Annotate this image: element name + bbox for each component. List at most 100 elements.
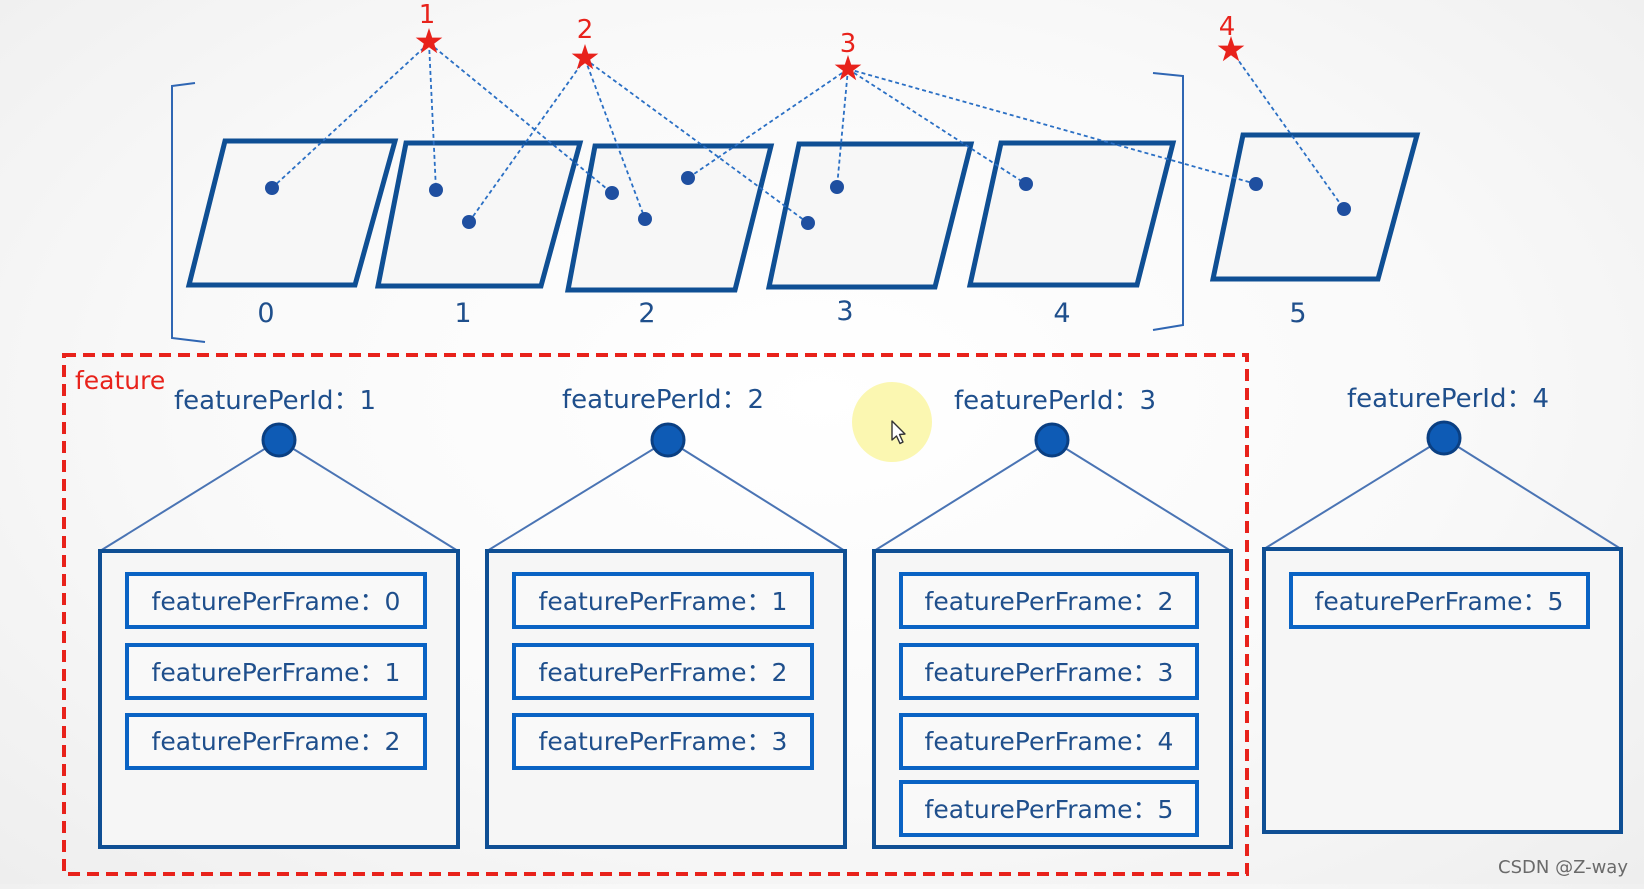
- image-frame-2: [564, 143, 775, 293]
- mouse-cursor: [852, 382, 932, 462]
- feature-title: featurePerId：3: [954, 386, 1156, 416]
- frame-entry-box: [899, 713, 1199, 770]
- feature-point: [1249, 177, 1263, 191]
- frame-entry-label: featurePerFrame：0: [152, 587, 401, 616]
- landmark-label-2: 2: [577, 15, 594, 45]
- feature-node: [1034, 422, 1070, 458]
- frame-entry-label: featurePerFrame：5: [1315, 587, 1564, 616]
- ray-l1-f0: [271, 42, 430, 189]
- landmark-label-4: 4: [1219, 12, 1236, 42]
- image-frame-1: [374, 140, 584, 289]
- frame-label-3: 3: [836, 296, 853, 327]
- frame-entry-box: [512, 643, 814, 700]
- frame-entry-box: [512, 713, 814, 770]
- frame-label-0: 0: [257, 298, 274, 329]
- landmark-label-1: 1: [419, 0, 436, 30]
- tree-branch-left: [1263, 437, 1445, 550]
- landmark-3: 3: [834, 29, 862, 81]
- frame-entry-box: [125, 572, 427, 629]
- feature-point: [462, 215, 476, 229]
- watermark: CSDN @Z-way: [1498, 857, 1628, 878]
- frame-entry-label: featurePerFrame：3: [925, 658, 1174, 687]
- feature-point: [1019, 177, 1033, 191]
- star-icon: [571, 44, 599, 70]
- image-frame-5: [1209, 132, 1421, 282]
- feature-point: [605, 186, 619, 200]
- feature-title: featurePerId：4: [1347, 384, 1549, 414]
- landmark-1: 1: [415, 0, 443, 54]
- feature-title: featurePerId：2: [562, 385, 764, 415]
- tree-branch-right: [1443, 437, 1622, 550]
- image-frames: [185, 132, 1421, 293]
- frame-entry-label: featurePerFrame：5: [925, 795, 1174, 824]
- feature-node: [261, 422, 297, 458]
- ray-l1-f2: [428, 42, 613, 194]
- frame-entry-label: featurePerFrame：3: [539, 727, 788, 756]
- frame-entry-box: [512, 572, 814, 629]
- tree-branch-right: [278, 439, 459, 552]
- image-frame-0: [185, 138, 399, 288]
- feature-point: [265, 181, 279, 195]
- feature-tree-2: featurePerId：2 featurePerFrame：1 feature…: [485, 385, 847, 849]
- frame-label-5: 5: [1289, 298, 1306, 329]
- ray-l3-f5: [847, 68, 1257, 185]
- image-frame-4: [966, 140, 1177, 288]
- ray-l3-f2: [687, 68, 849, 179]
- frame-entry-label: featurePerFrame：1: [539, 587, 788, 616]
- feature-point: [830, 180, 844, 194]
- landmark-2: 2: [571, 15, 599, 70]
- landmark-4: 4: [1217, 12, 1245, 62]
- feature-tree-4: featurePerId：4 featurePerFrame：5: [1262, 384, 1623, 834]
- star-icon: [1217, 36, 1245, 62]
- mouse-cursor-icon: [891, 420, 906, 445]
- ray-l3-f3: [836, 68, 849, 188]
- feature-node: [650, 422, 686, 458]
- window-bracket-left: [171, 82, 206, 343]
- feature-point: [1337, 202, 1351, 216]
- star-icon: [834, 55, 862, 81]
- frame-labels: 0 1 2 3 4 5: [257, 296, 1306, 329]
- frame-label-4: 4: [1053, 298, 1070, 329]
- frame-entry-box: [125, 713, 427, 770]
- window-bracket-right: [1152, 72, 1184, 331]
- frame-entry-label: featurePerFrame：4: [925, 727, 1174, 756]
- image-frame-3: [765, 141, 975, 290]
- tree-branch-left: [99, 439, 280, 552]
- ray-l1-f1: [428, 42, 437, 191]
- feature-point: [801, 216, 815, 230]
- tree-branch-right: [1051, 439, 1232, 552]
- tree-branch-right: [667, 439, 846, 552]
- feature-container-label: feature: [75, 366, 165, 395]
- feature-title: featurePerId：1: [174, 386, 376, 416]
- frame-entry-box: [899, 643, 1199, 700]
- observation-lines: [271, 42, 1345, 224]
- frame-entry-label: featurePerFrame：2: [152, 727, 401, 756]
- frame-entry-box: [1289, 572, 1590, 629]
- landmarks: 1 2 3 4: [415, 0, 1245, 81]
- tree-branch-left: [873, 439, 1053, 552]
- feature-tree-1: featurePerId：1 featurePerFrame：0 feature…: [98, 386, 460, 849]
- frame-entry-label: featurePerFrame：2: [539, 658, 788, 687]
- frame-entry-box: [899, 780, 1199, 837]
- feature-point: [429, 183, 443, 197]
- ray-l2-f2: [584, 58, 646, 220]
- tree-branch-left: [486, 439, 669, 552]
- ray-l3-f4: [847, 68, 1027, 185]
- frame-entry-label: featurePerFrame：1: [152, 658, 401, 687]
- frame-entry-label: featurePerFrame：2: [925, 587, 1174, 616]
- star-icon: [415, 28, 443, 54]
- feature-tree-3: featurePerId：3 featurePerFrame：2 feature…: [872, 386, 1233, 849]
- feature-container: [62, 353, 1249, 876]
- feature-node: [1426, 420, 1462, 456]
- frame-label-2: 2: [638, 298, 655, 329]
- frame-entry-box: [125, 643, 427, 700]
- feature-point: [681, 171, 695, 185]
- ray-l4-f5: [1230, 49, 1345, 210]
- feature-points: [265, 171, 1351, 230]
- landmark-label-3: 3: [840, 29, 857, 59]
- frame-label-1: 1: [454, 298, 471, 329]
- frame-entry-box: [899, 572, 1199, 629]
- feature-point: [638, 212, 652, 226]
